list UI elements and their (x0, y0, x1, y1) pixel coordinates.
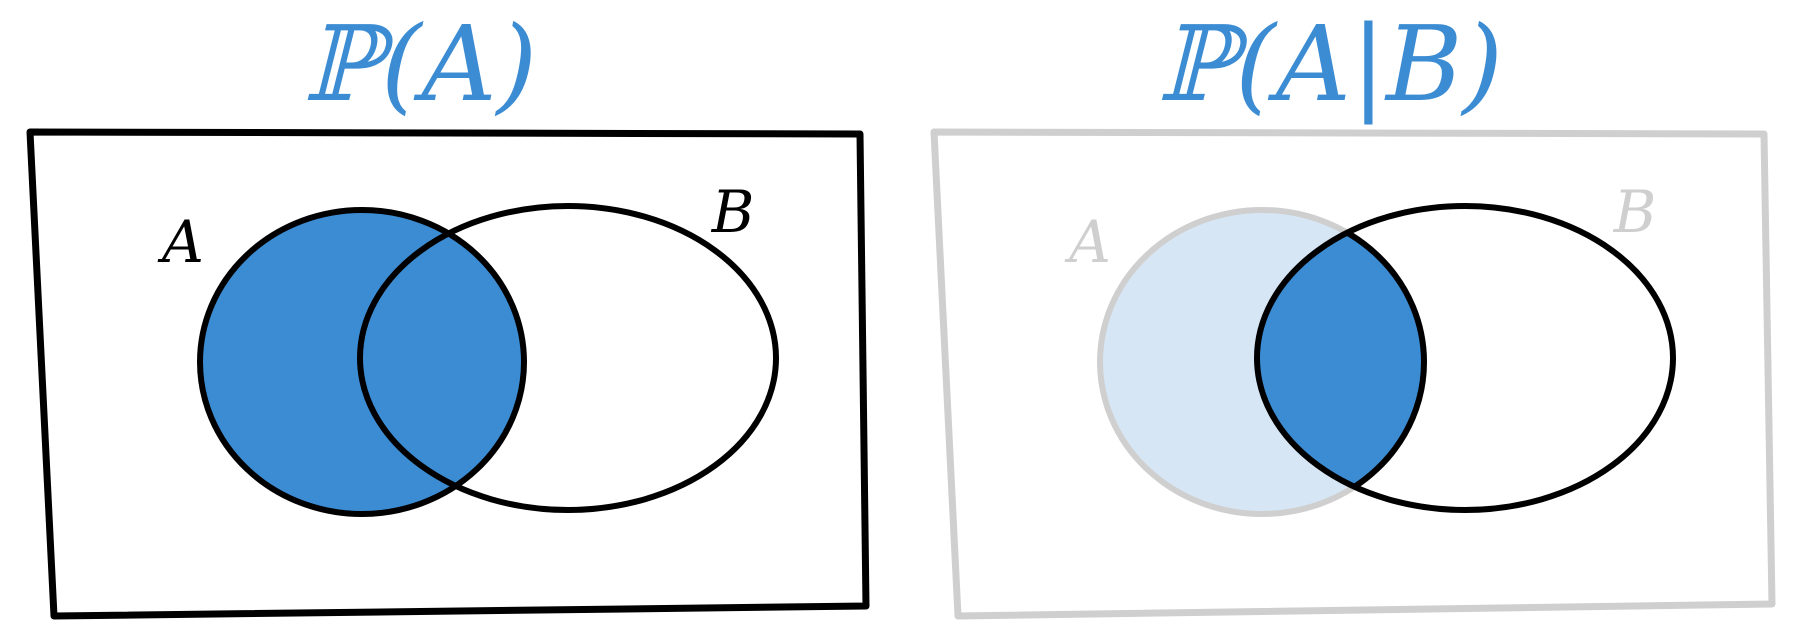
set-a-label-faded: A (1064, 208, 1111, 276)
sample-space-box (26, 128, 870, 620)
panel-probability-a: ℙ(A) A B (26, 3, 870, 620)
panel-probability-a-given-b: ℙ(A|B) A B (930, 3, 1776, 620)
set-b-label-faded: B (1613, 178, 1657, 246)
panel-title-p-a-given-b: ℙ(A|B) (1157, 3, 1503, 125)
intersection-a-b-region (1257, 210, 1424, 510)
set-a-label: A (157, 208, 204, 276)
set-b-circle (357, 203, 779, 513)
set-b-circle-conditioning (1254, 203, 1676, 513)
set-b-label: B (711, 178, 755, 246)
sample-space-box-faded (930, 128, 1776, 620)
panel-title-p-a: ℙ(A) (303, 3, 537, 125)
